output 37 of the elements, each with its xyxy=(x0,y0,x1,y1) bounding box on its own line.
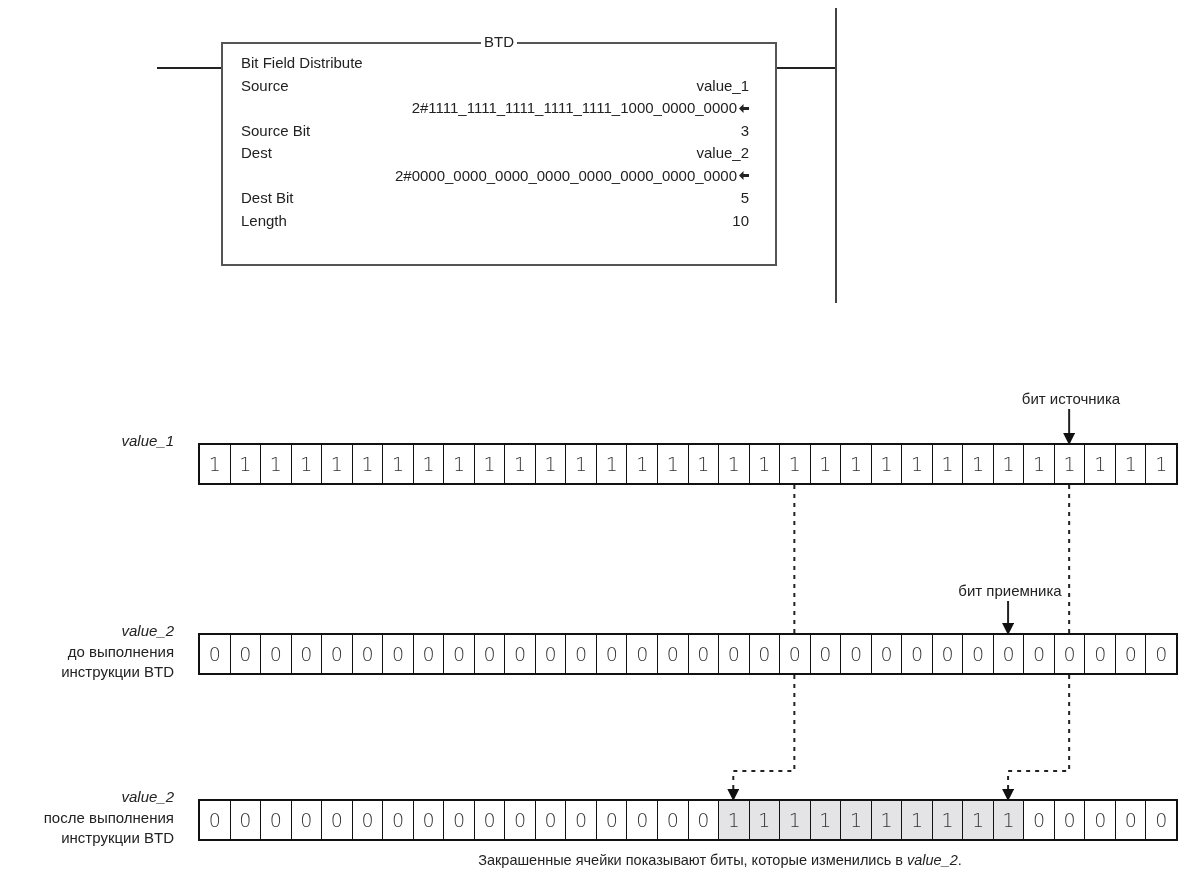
parameter-label: Source xyxy=(241,75,289,96)
pointer-label: бит приемника xyxy=(945,582,1075,599)
parameter-label: Length xyxy=(241,210,287,231)
parameter-value: value_1 xyxy=(696,75,749,96)
leader-line xyxy=(1063,408,1076,446)
register-label: до выполнения инструкции BTD xyxy=(60,641,174,682)
rung-line xyxy=(156,67,222,69)
pointer-label: бит источника xyxy=(1006,390,1136,407)
bit-cell: 1 xyxy=(779,801,810,839)
bit-cell: 1 xyxy=(718,801,749,839)
caption: Закрашенные ячейки показывают биты, которые изменились в value_2. xyxy=(477,852,963,868)
parameter-value: 2#1111_1111_1111_1111_1111_1000_0000_0000 xyxy=(411,98,737,118)
dashed-arrow xyxy=(727,674,796,802)
parameter-value: 5 xyxy=(740,188,749,208)
bit-cell: 1 xyxy=(901,801,932,839)
parameter-label: Dest Bit xyxy=(241,188,294,208)
bit-cell: 1 xyxy=(962,801,993,839)
block-name: Bit Field Distribute xyxy=(241,54,363,71)
bit-cell: 1 xyxy=(809,801,841,839)
register-label: value_2 xyxy=(120,787,174,807)
register-label: после выполнения инструкции BTD xyxy=(42,807,174,848)
bit-cell: 1 xyxy=(931,801,963,839)
bit-cell: 1 xyxy=(840,801,871,839)
bit-cell: 1 xyxy=(870,801,902,839)
parameter-value: 2#0000_0000_0000_0000_0000_0000_0000_0000 xyxy=(394,165,737,186)
parameter-label: Dest xyxy=(241,143,272,163)
parameter-value: 10 xyxy=(732,210,749,231)
parameter-value: 3 xyxy=(740,120,749,141)
parameter-value: value_2 xyxy=(696,143,749,163)
bit-cell: 1 xyxy=(992,801,1024,839)
register-label: value_2 xyxy=(120,621,174,641)
register-label: value_1 xyxy=(120,431,174,451)
dashed-arrow xyxy=(1002,674,1071,802)
rung-line xyxy=(776,67,836,69)
parameter-label: Source Bit xyxy=(241,120,311,141)
leader-line xyxy=(1002,600,1015,636)
bit-cell: 1 xyxy=(748,801,780,839)
